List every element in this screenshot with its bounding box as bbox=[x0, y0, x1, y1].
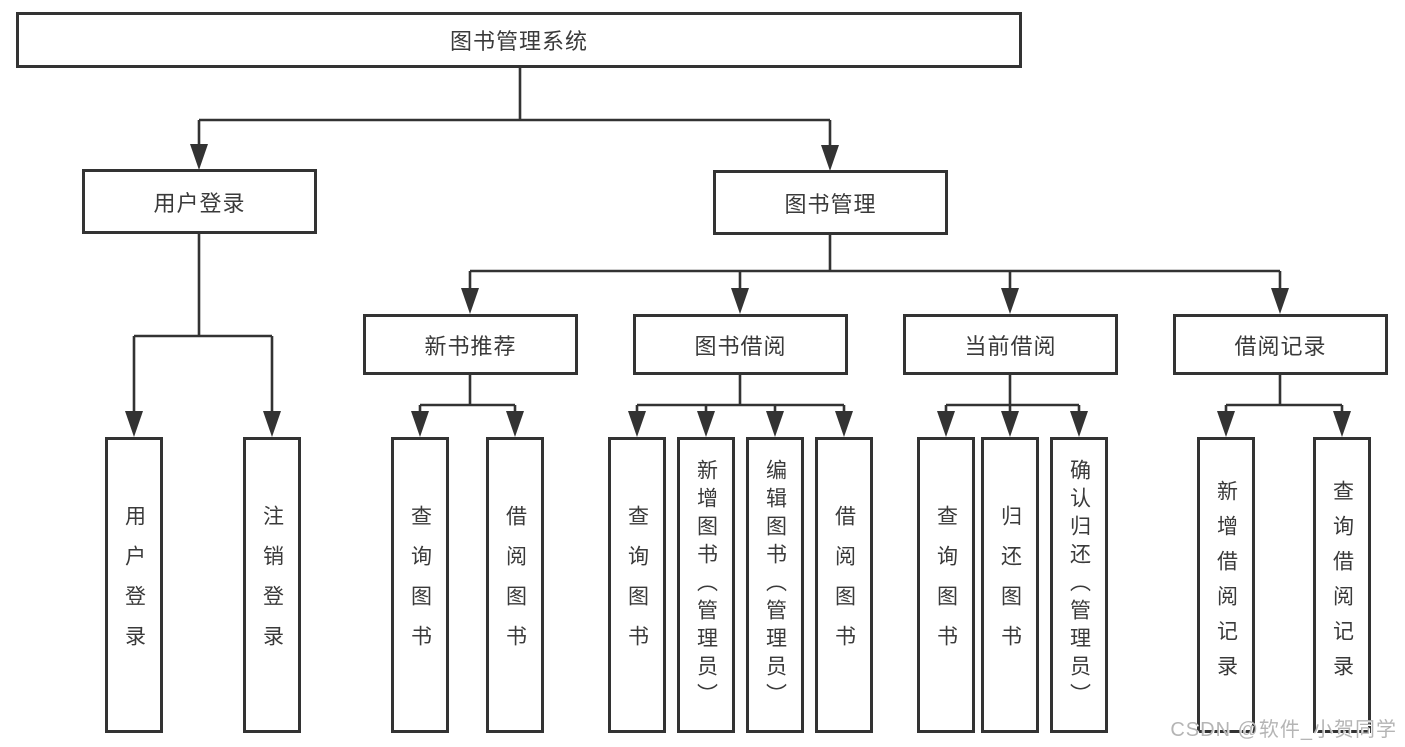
leaf-borrow-edit-admin-label: 编辑图书（管理员） bbox=[763, 459, 787, 711]
connector-book-management-to-modules bbox=[461, 235, 1289, 314]
leaf-current-query-label: 查询图书 bbox=[934, 505, 958, 665]
connector-user-login-to-leaves bbox=[125, 234, 281, 437]
leaf-new-books-query-label: 查询图书 bbox=[408, 505, 432, 665]
node-book-borrow-label: 图书借阅 bbox=[694, 333, 787, 359]
root-node-label: 图书管理系统 bbox=[449, 29, 588, 54]
leaf-records-query-label: 查询借阅记录 bbox=[1330, 480, 1354, 690]
connector-root-to-branches bbox=[190, 68, 839, 171]
leaf-records-query: 查询借阅记录 bbox=[1313, 437, 1371, 733]
leaf-records-add-label: 新增借阅记录 bbox=[1214, 480, 1238, 690]
node-new-books: 新书推荐 bbox=[363, 314, 578, 375]
leaf-current-return: 归还图书 bbox=[981, 437, 1039, 733]
node-user-login: 用户登录 bbox=[82, 169, 317, 234]
connector-book-borrow-to-leaves bbox=[628, 375, 853, 437]
leaf-records-add: 新增借阅记录 bbox=[1197, 437, 1255, 733]
watermark: CSDN @软件_小贺同学 bbox=[1170, 719, 1397, 741]
leaf-user-login: 用户登录 bbox=[105, 437, 163, 733]
node-book-management: 图书管理 bbox=[713, 170, 948, 235]
leaf-current-confirm-admin: 确认归还（管理员） bbox=[1050, 437, 1108, 733]
leaf-borrow-query-label: 查询图书 bbox=[625, 505, 649, 665]
node-borrow-records-label: 借阅记录 bbox=[1234, 333, 1327, 359]
leaf-user-login-label: 用户登录 bbox=[122, 505, 146, 665]
leaf-current-query: 查询图书 bbox=[917, 437, 975, 733]
leaf-current-confirm-admin-label: 确认归还（管理员） bbox=[1067, 459, 1091, 711]
leaf-logout: 注销登录 bbox=[243, 437, 301, 733]
leaf-borrow-edit-admin: 编辑图书（管理员） bbox=[746, 437, 804, 733]
node-new-books-label: 新书推荐 bbox=[424, 333, 517, 359]
connector-current-borrow-to-leaves bbox=[937, 375, 1088, 437]
leaf-new-books-borrow-label: 借阅图书 bbox=[503, 505, 527, 665]
leaf-borrow-add-admin-label: 新增图书（管理员） bbox=[694, 459, 718, 711]
leaf-borrow-query: 查询图书 bbox=[608, 437, 666, 733]
node-book-management-label: 图书管理 bbox=[784, 191, 877, 217]
connector-borrow-records-to-leaves bbox=[1217, 375, 1351, 437]
root-node: 图书管理系统 bbox=[16, 12, 1022, 68]
leaf-borrow-book-label: 借阅图书 bbox=[832, 505, 856, 665]
node-book-borrow: 图书借阅 bbox=[633, 314, 848, 375]
node-borrow-records: 借阅记录 bbox=[1173, 314, 1388, 375]
leaf-current-return-label: 归还图书 bbox=[998, 505, 1022, 665]
connector-new-books-to-leaves bbox=[411, 375, 524, 437]
leaf-borrow-book: 借阅图书 bbox=[815, 437, 873, 733]
leaf-borrow-add-admin: 新增图书（管理员） bbox=[677, 437, 735, 733]
node-user-login-label: 用户登录 bbox=[153, 190, 246, 216]
leaf-new-books-query: 查询图书 bbox=[391, 437, 449, 733]
leaf-logout-label: 注销登录 bbox=[260, 505, 284, 665]
leaf-new-books-borrow: 借阅图书 bbox=[486, 437, 544, 733]
node-current-borrow-label: 当前借阅 bbox=[964, 333, 1057, 359]
node-current-borrow: 当前借阅 bbox=[903, 314, 1118, 375]
